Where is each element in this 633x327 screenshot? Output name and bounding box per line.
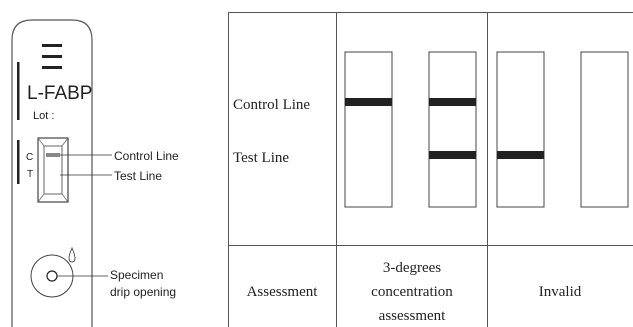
row-label-assessment: Assessment — [247, 284, 319, 300]
assessment-group-1-line-2: concentration — [371, 284, 453, 300]
strip-1-1 — [344, 51, 393, 208]
mark-c: C — [26, 152, 33, 163]
control-band-preview — [46, 153, 60, 157]
strip-group-1 — [344, 51, 477, 208]
cassette-edge-bar — [17, 62, 20, 120]
strip-2-1 — [496, 51, 545, 208]
row-label-test: Test Line — [233, 150, 289, 166]
strip-group-2 — [496, 51, 629, 208]
mark-t: T — [27, 169, 33, 180]
table-svg: Control Line Test Line Assessment 3-degr… — [228, 12, 633, 327]
strip-1-2-control-band — [429, 98, 476, 106]
result-window — [37, 137, 69, 203]
strip-1-1-control-band — [345, 98, 392, 106]
cassette-edge-bar-lower — [17, 140, 20, 184]
assessment-group-1-line-1: 3-degrees — [383, 260, 441, 276]
row-label-control: Control Line — [233, 97, 310, 113]
table-grid — [228, 12, 633, 327]
product-name: L-FABP — [27, 83, 92, 104]
callout-test-line: Test Line — [114, 169, 162, 183]
cassette-outline — [11, 19, 93, 327]
assessment-group-1-line-3: assessment — [379, 308, 446, 324]
callout-specimen-2: drip opening — [110, 285, 176, 299]
callout-specimen-1: Specimen — [110, 268, 163, 282]
strip-1-2 — [428, 51, 477, 208]
assessment-group-2: Invalid — [539, 284, 582, 300]
drop-icon — [68, 246, 76, 263]
cassette-svg: L-FABP Lot : C T Control Line Test Line — [11, 19, 179, 327]
logo-mark-icon — [42, 44, 62, 69]
strip-2-2 — [580, 51, 629, 208]
test-cassette-diagram: L-FABP Lot : C T Control Line Test Line — [0, 0, 212, 327]
callout-control-line: Control Line — [114, 149, 179, 163]
lot-label: Lot : — [33, 110, 54, 122]
strip-2-1-test-band — [497, 151, 544, 159]
interpretation-table: Control Line Test Line Assessment 3-degr… — [228, 0, 633, 327]
strip-1-2-test-band — [429, 151, 476, 159]
